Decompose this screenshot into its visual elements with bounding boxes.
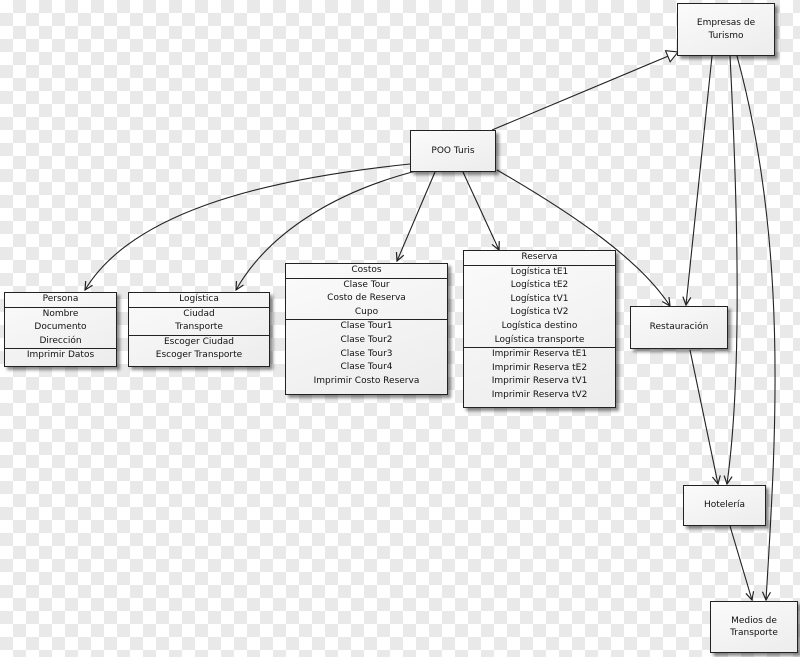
class-method: Escoger Transporte — [155, 350, 243, 361]
class-method: Imprimir Datos — [5, 348, 116, 363]
class-method: Imprimir Costo Reserva — [313, 375, 420, 386]
class-attribute: Dirección — [39, 335, 82, 346]
arrow-poo-to-logistica — [236, 169, 421, 290]
arrow-poo-to-restauracion — [496, 169, 670, 306]
node-label: Restauración — [649, 322, 709, 333]
class-costos: Costos Clase Tour Costo de Reserva Cupo … — [285, 263, 448, 395]
inheritance-arrow-poo-to-empresas — [491, 50, 680, 131]
class-title: Costos — [286, 264, 447, 279]
class-attribute: Documento — [34, 322, 87, 333]
arrow-empresas-to-hoteleria — [727, 55, 738, 484]
class-attribute: Logística tV2 — [510, 307, 569, 318]
class-method: Clase Tour1 — [286, 319, 447, 334]
node-label: Medios de Transporte — [730, 615, 778, 638]
node-label: Empresas de Turismo — [696, 18, 756, 41]
class-attribute: Logística transporte — [494, 334, 585, 345]
class-method: Imprimir Reserva tV2 — [491, 389, 588, 400]
class-method: Clase Tour3 — [340, 348, 393, 359]
class-attribute: Logística destino — [501, 320, 578, 331]
arrow-empresas-to-medios — [736, 55, 776, 600]
class-attribute: Costo de Reserva — [327, 293, 406, 304]
class-method: Imprimir Reserva tV1 — [491, 376, 588, 387]
class-method: Clase Tour2 — [340, 334, 393, 345]
class-attribute: Logística tV1 — [510, 293, 569, 304]
node-label: POO Turis — [431, 145, 475, 156]
arrow-poo-to-persona — [85, 163, 411, 290]
class-attribute: Transporte — [175, 322, 223, 333]
node-poo-turis: POO Turis — [410, 130, 496, 172]
class-reserva: Reserva Logística tE1 Logística tE2 Logí… — [463, 250, 616, 408]
node-empresas-de-turismo: Empresas de Turismo — [677, 3, 775, 56]
arrow-empresas-to-restauracion — [686, 55, 713, 305]
arrow-poo-to-costos — [397, 171, 436, 261]
class-attribute: Logística tE1 — [510, 266, 569, 277]
class-method: Imprimir Reserva tE1 — [464, 347, 615, 362]
node-medios-de-transporte: Medios de Transporte — [710, 601, 798, 653]
class-attribute: Nombre — [42, 308, 79, 319]
class-attribute: Clase Tour — [343, 279, 390, 290]
class-attribute: Ciudad — [183, 308, 215, 319]
arrow-restauracion-to-hoteleria — [689, 349, 718, 484]
class-title: Reserva — [464, 251, 615, 266]
arrow-hoteleria-to-medios — [729, 525, 752, 600]
class-title: Persona — [5, 293, 116, 308]
node-hoteleria: Hotelería — [683, 485, 766, 526]
node-restauracion: Restauración — [630, 306, 728, 349]
class-logistica: Logística Ciudad Transporte Escoger Ciud… — [128, 292, 270, 367]
node-label: Hotelería — [703, 500, 746, 511]
arrow-poo-to-reserva — [462, 171, 499, 250]
class-attribute: Cupo — [354, 306, 379, 317]
class-method: Clase Tour4 — [340, 362, 393, 373]
class-method: Imprimir Reserva tE2 — [491, 362, 588, 373]
class-attribute: Logística tE2 — [510, 280, 569, 291]
class-method: Escoger Ciudad — [129, 334, 269, 350]
class-title: Logística — [129, 293, 269, 308]
class-persona: Persona Nombre Documento Dirección Impri… — [4, 292, 117, 367]
